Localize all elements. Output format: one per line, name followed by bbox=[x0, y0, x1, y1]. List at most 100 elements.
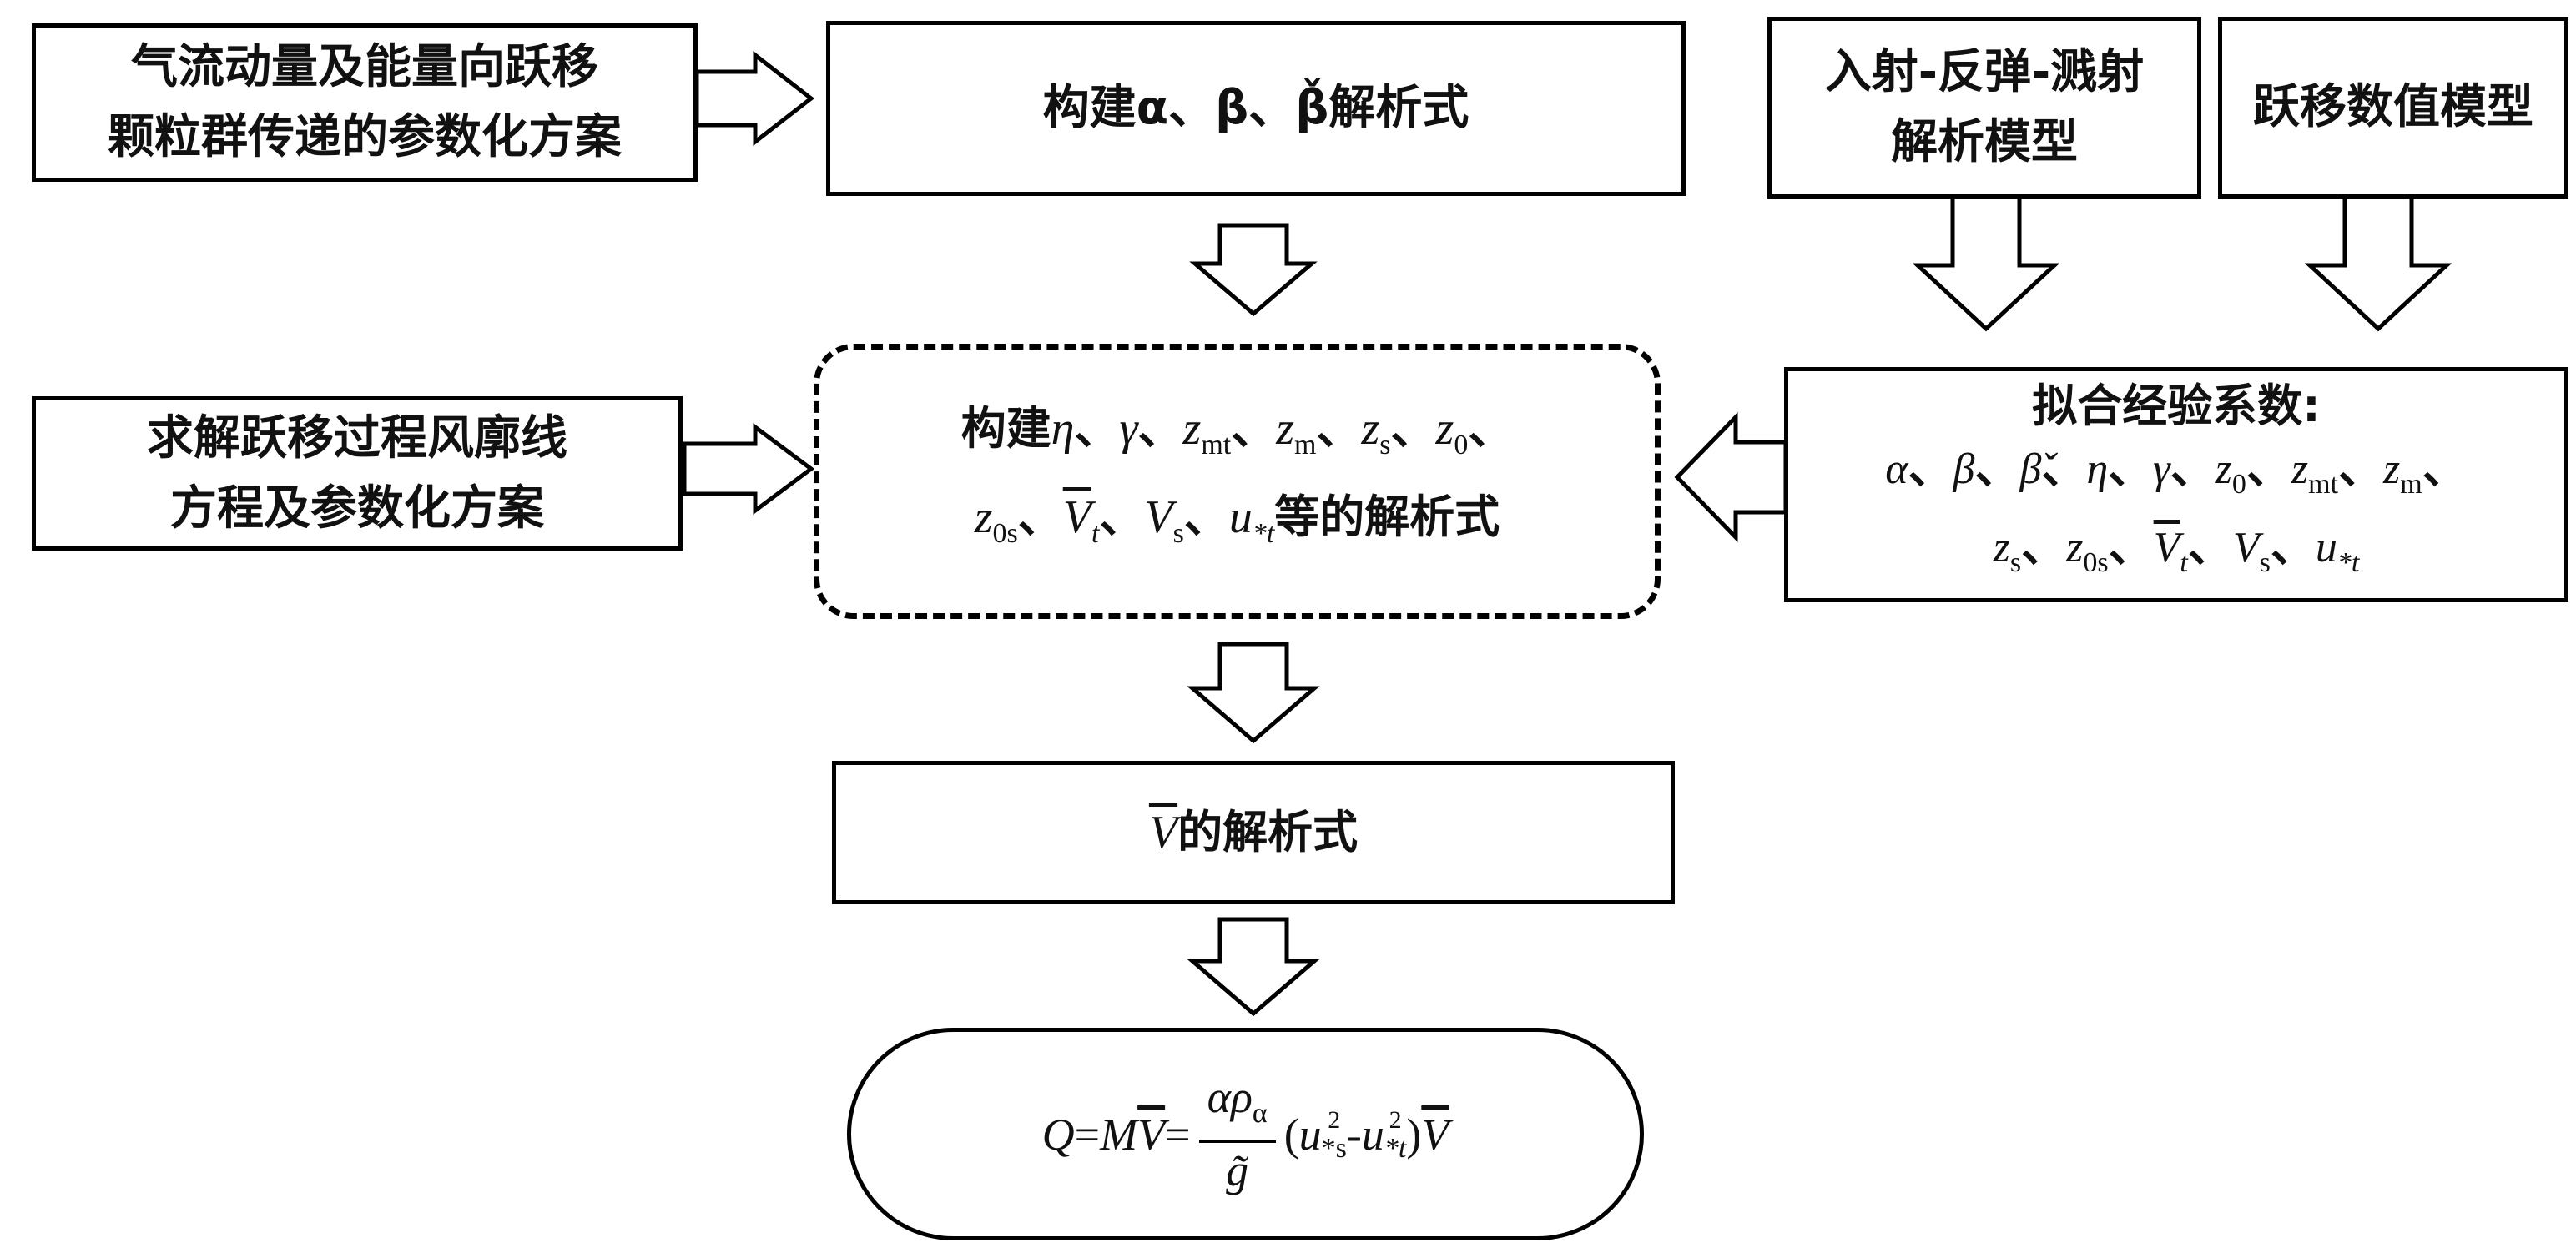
q-v-1: V bbox=[1137, 1109, 1166, 1160]
wind-profile-box: 求解跃移过程风廓线 方程及参数化方案 bbox=[32, 396, 683, 551]
variable-subscript: *t bbox=[1252, 518, 1275, 549]
variable-subscript: s bbox=[1379, 430, 1391, 460]
variable: z bbox=[974, 491, 993, 543]
fit-coeffs-title: 拟合经验系数: bbox=[2032, 380, 2321, 432]
variable: V bbox=[1062, 491, 1091, 543]
variable-subscript: 0 bbox=[1454, 430, 1469, 460]
variable-term: η bbox=[2086, 445, 2108, 493]
q-sub-s: *s bbox=[1321, 1132, 1347, 1164]
variable: z bbox=[2291, 445, 2309, 493]
momentum-energy-line2: 颗粒群传递的参数化方案 bbox=[108, 110, 622, 164]
variable: V bbox=[1144, 491, 1173, 543]
q-lparen: ( bbox=[1283, 1109, 1299, 1160]
variable-subscript: 0 bbox=[2231, 469, 2246, 500]
arrow-right-mid bbox=[682, 423, 815, 515]
q-sup-1: 2 bbox=[1328, 1105, 1341, 1134]
separator: 、 bbox=[1468, 402, 1514, 455]
incident-model-box: 入射-反弹-溅射 解析模型 bbox=[1767, 17, 2201, 199]
v-formula-suffix: 的解析式 bbox=[1177, 806, 1359, 858]
variable-subscript: m bbox=[1294, 430, 1317, 460]
separator: 、 bbox=[2041, 441, 2087, 494]
q-script-1: 2*s bbox=[1322, 1106, 1347, 1163]
separator: 、 bbox=[2108, 520, 2154, 572]
q-sub-t: *t bbox=[1384, 1132, 1407, 1164]
fit-coeffs-box: 拟合经验系数: α、β、β̌、η、γ、z0、zmt、zm、 zs、z0s、Vt、… bbox=[1784, 367, 2568, 602]
separator: 、 bbox=[1074, 402, 1120, 455]
variable: η bbox=[1051, 403, 1075, 455]
arrow-right-top bbox=[694, 50, 815, 147]
q-minus: - bbox=[1346, 1109, 1362, 1160]
q-lhs: Q bbox=[1041, 1109, 1075, 1160]
variable-subscript: 0s bbox=[2083, 547, 2109, 578]
numeric-model-box: 跃移数值模型 bbox=[2218, 17, 2568, 199]
variable-subscript: 0s bbox=[992, 518, 1018, 549]
arrow-down-2 bbox=[1187, 642, 1320, 744]
variable: z bbox=[2383, 445, 2401, 493]
construct-params-prefix: 构建 bbox=[960, 402, 1051, 455]
incident-model-line2: 解析模型 bbox=[1891, 115, 2078, 169]
variable: z bbox=[1993, 524, 2010, 571]
variable-term: zs bbox=[1993, 524, 2021, 578]
arrow-down-1 bbox=[1189, 223, 1318, 317]
variable: α bbox=[1885, 445, 1908, 493]
q-sup-2: 2 bbox=[1389, 1105, 1402, 1134]
variable: z bbox=[2066, 524, 2084, 571]
variable: γ bbox=[2153, 445, 2170, 493]
separator: 、 bbox=[1183, 491, 1229, 543]
construct-abg-box: 构建α、β、β̌解析式 bbox=[826, 21, 1686, 196]
variable-subscript: m bbox=[2400, 469, 2422, 500]
variable-term: Vt bbox=[2153, 524, 2188, 578]
separator: 、 bbox=[1974, 441, 2020, 494]
variable: u bbox=[1228, 491, 1253, 543]
variable-term: zm bbox=[2383, 445, 2422, 500]
incident-model-line1: 入射-反弹-溅射 bbox=[1824, 45, 2145, 99]
variable-term: u*t bbox=[1228, 491, 1274, 549]
variable-term: β bbox=[1953, 445, 1975, 493]
variable-term: β̌ bbox=[2019, 445, 2041, 493]
variable-term: zmt bbox=[1183, 403, 1232, 460]
separator: 、 bbox=[1390, 402, 1436, 455]
fit-coeffs-line2: zs、z0s、Vt、Vs、u*t bbox=[1994, 516, 2360, 594]
variable-subscript: s bbox=[2259, 547, 2271, 578]
wind-profile-line2: 方程及参数化方案 bbox=[170, 481, 544, 536]
variable-subscript: s bbox=[2009, 547, 2022, 578]
q-denominator: g̃ bbox=[1226, 1145, 1249, 1195]
variable: β bbox=[1953, 445, 1975, 493]
separator: 、 bbox=[2422, 441, 2468, 494]
fit-coeffs-line1: α、β、β̌、η、γ、z0、zmt、zm、 bbox=[1885, 437, 2468, 516]
variable-term: γ bbox=[2153, 445, 2170, 493]
construct-params-line2: z0s、Vt、Vs、u*t等的解析式 bbox=[975, 481, 1500, 570]
variable: V bbox=[2153, 524, 2180, 571]
variable: V bbox=[2232, 524, 2260, 571]
separator: 、 bbox=[2270, 520, 2316, 572]
v-formula-var: V bbox=[1148, 807, 1178, 858]
variable-subscript: mt bbox=[1201, 430, 1232, 460]
variable-term: zs bbox=[1361, 403, 1390, 460]
variable: z bbox=[1435, 403, 1454, 455]
separator: 、 bbox=[2108, 441, 2154, 494]
momentum-energy-box: 气流动量及能量向跃移 颗粒群传递的参数化方案 bbox=[32, 23, 698, 182]
q-num-sub: α bbox=[1252, 1098, 1268, 1129]
q-m: M bbox=[1100, 1109, 1138, 1160]
wind-profile-line1: 求解跃移过程风廓线 bbox=[147, 410, 567, 465]
separator: 、 bbox=[1099, 491, 1145, 543]
variable-term: u*t bbox=[2316, 524, 2359, 578]
separator: 、 bbox=[1316, 402, 1362, 455]
q-fraction: αρα g̃ bbox=[1198, 1070, 1276, 1198]
variable-term: Vs bbox=[2232, 524, 2271, 578]
q-script-2: 2*t bbox=[1384, 1106, 1406, 1163]
q-rparen: ) bbox=[1406, 1109, 1422, 1160]
separator: 、 bbox=[2338, 441, 2384, 494]
variable-term: η bbox=[1051, 403, 1075, 455]
separator: 、 bbox=[1017, 491, 1063, 543]
variable-term: zmt bbox=[2291, 445, 2338, 500]
construct-params-suffix: 等的解析式 bbox=[1274, 491, 1500, 543]
variable: z bbox=[1361, 403, 1380, 455]
variable-subscript: t bbox=[1091, 518, 1100, 549]
variable-subscript: t bbox=[2180, 547, 2188, 578]
separator: 、 bbox=[2246, 441, 2291, 494]
numeric-model-text: 跃移数值模型 bbox=[2253, 80, 2533, 134]
